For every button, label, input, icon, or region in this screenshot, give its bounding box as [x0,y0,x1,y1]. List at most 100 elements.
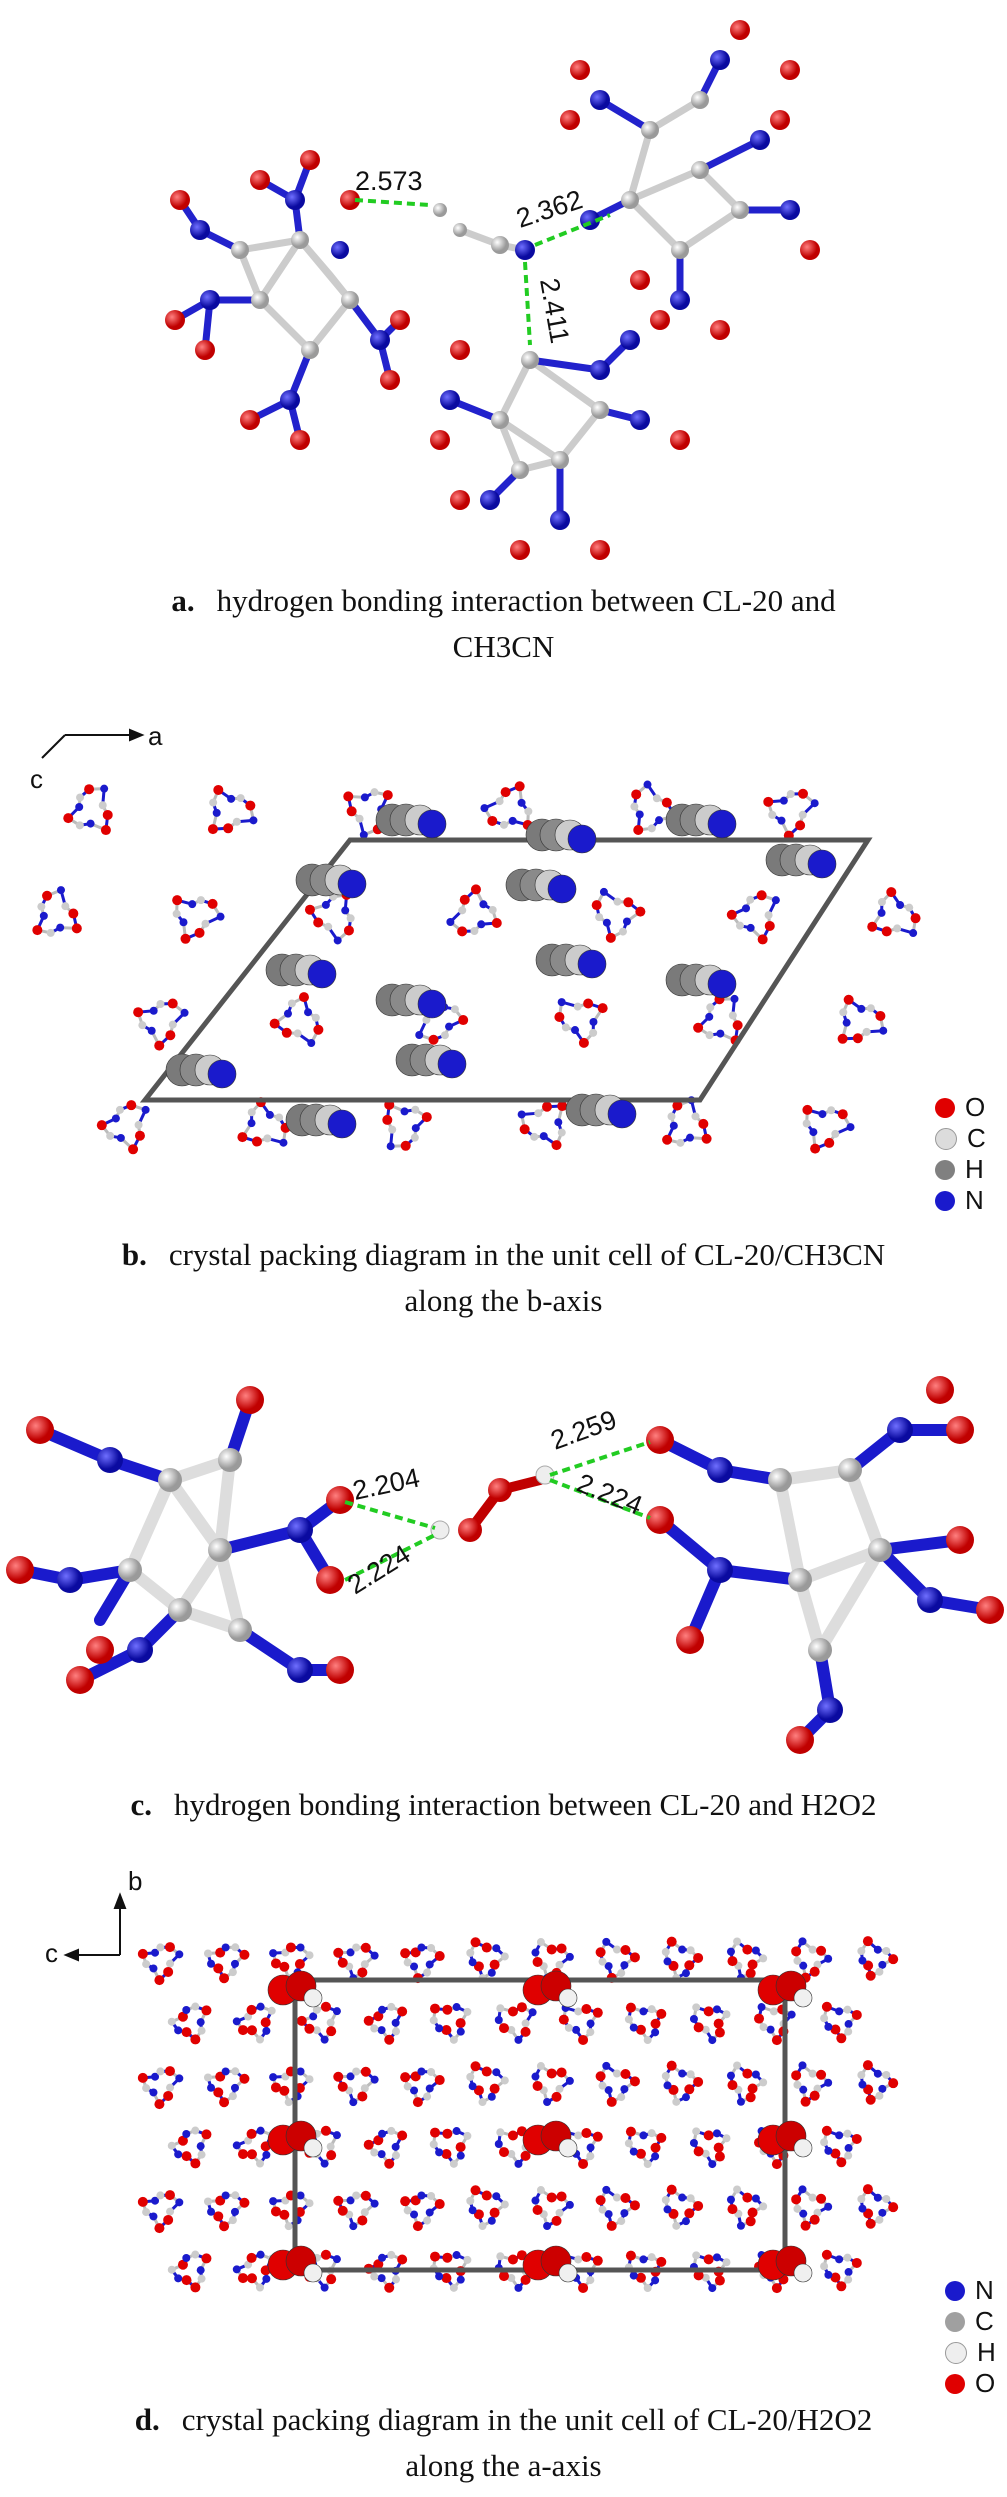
atom [378,2253,387,2262]
atom [481,2066,492,2077]
atom [212,808,221,817]
atom [163,2090,174,2101]
atom [357,2091,368,2102]
atom [201,919,210,928]
atom [442,2252,453,2263]
atom [703,2254,714,2265]
axis-label-c: c [30,764,43,794]
atom [624,2015,633,2024]
atom [352,1943,361,1952]
solvent-atom [547,874,577,904]
atom [196,2142,205,2151]
atom [434,1951,445,1962]
atom [391,2018,400,2027]
atom [457,926,468,937]
atom [693,2200,704,2211]
legend-swatch [945,2311,965,2332]
atom [370,2199,379,2208]
atom [403,2206,412,2215]
atom [726,909,737,920]
atom [824,1137,835,1148]
atom [149,1006,158,1015]
caption-line: along the b-axis [404,1283,603,1318]
atom [865,2094,876,2105]
atom [281,1027,292,1038]
atom [236,794,245,803]
hb-distance-label: 2.259 [547,1404,621,1455]
atom [441,2273,452,2284]
atom [410,1962,419,1971]
solvent-atom [607,1099,637,1129]
atom [188,900,197,909]
atom [154,1975,165,1986]
atom [246,2128,257,2139]
atom [423,1968,432,1977]
atom [878,2208,887,2217]
atom [165,1030,176,1041]
atom [223,823,234,834]
atom [586,2276,595,2285]
atom [578,1037,589,1048]
atom [494,2015,503,2024]
atom [824,2202,833,2211]
atom [516,2250,527,2261]
atom [166,2207,175,2216]
atom [149,1964,158,1973]
atom [722,2010,731,2019]
atom [427,1943,436,1952]
atom [182,2253,191,2262]
atom [324,922,333,931]
atom [816,1945,827,1956]
atom [228,2092,237,2101]
atom [246,2252,257,2263]
atom [586,2028,595,2037]
legend-swatch [935,1190,955,1211]
atom [742,2192,753,2203]
atom [620,2069,631,2080]
atom [574,2007,583,2016]
atom [835,2007,844,2016]
atom [574,2255,583,2264]
atom [532,2080,543,2091]
atom [98,801,107,810]
atom [514,2283,523,2292]
axis-indicator-d: b c [45,1866,142,1968]
atom [100,825,111,836]
atom [496,2252,505,2261]
atom [705,1031,714,1040]
atom [151,1948,160,1957]
atom [164,2066,175,2077]
hydrogen-bonds-a [354,198,611,346]
atom [427,2067,436,2076]
atom [678,2069,687,2078]
atom [141,1105,150,1114]
atom [473,2085,484,2096]
atom [177,2259,188,2270]
atom [534,1109,543,1118]
atom [333,2195,344,2206]
atom [466,1948,475,1957]
solvent-atom [793,2263,813,2283]
atom [595,913,604,922]
atom [488,905,497,914]
legend-swatch [945,2341,967,2364]
atom [452,2003,461,2012]
atom [196,2266,205,2275]
atom [764,920,775,931]
atom [556,2191,567,2202]
atom [463,2255,472,2264]
atom [270,2082,281,2093]
atom [714,2151,725,2162]
atom [656,2008,667,2019]
atom [698,1118,709,1129]
axis-label-b: b [128,1866,142,1896]
atom [730,994,739,1003]
atom [809,1128,818,1137]
atom [260,2017,271,2028]
atom [421,1112,432,1123]
atom [668,2208,679,2219]
atom [134,1120,143,1129]
atom [639,2007,648,2016]
atom [672,1100,683,1111]
atom [779,796,788,805]
